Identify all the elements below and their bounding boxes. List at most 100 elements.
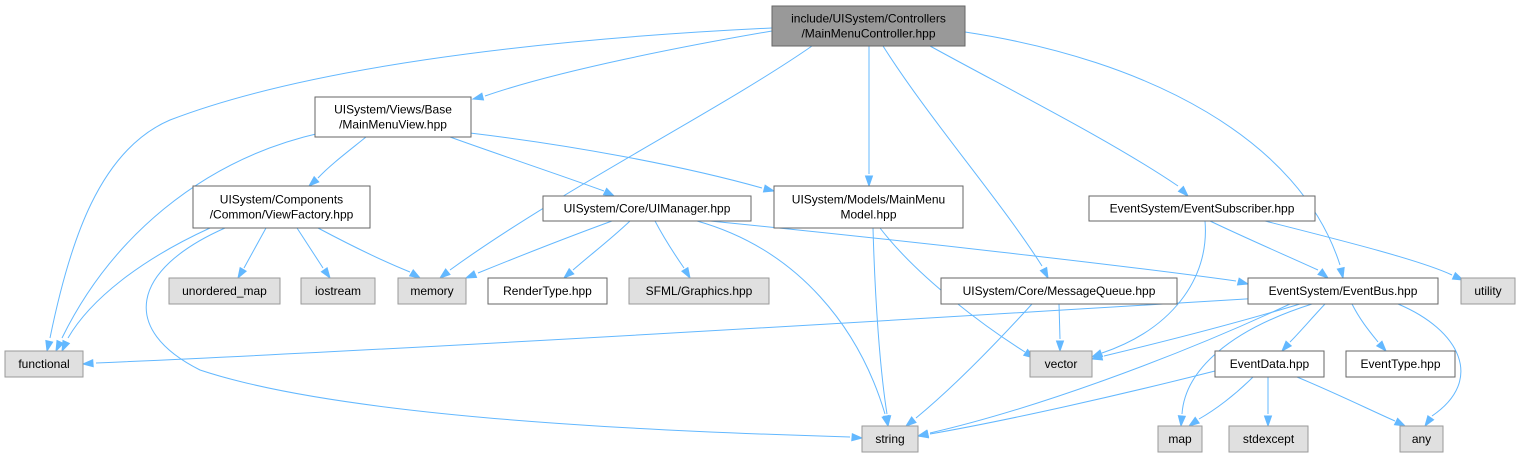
node-label: any [1412, 432, 1431, 446]
edge-eventSubscriber-to-utility [1264, 220, 1465, 281]
edge-messageQueue-to-vector [1055, 303, 1065, 353]
node-label: EventData.hpp [1230, 357, 1310, 371]
node-eventType[interactable]: EventType.hpp [1345, 350, 1456, 378]
node-stdexcept: stdexcept [1228, 425, 1309, 453]
edge-line [317, 227, 411, 273]
edge-uiManager-to-memory [464, 220, 613, 279]
edge-eventBus-to-eventType [1351, 303, 1388, 353]
node-box [487, 277, 608, 305]
node-mainMenuView[interactable]: UISystem/Views/Base/MainMenuView.hpp [314, 96, 472, 138]
node-label: EventSystem/EventBus.hpp [1269, 284, 1418, 298]
node-label: include/UISystem/Controllers [791, 12, 946, 26]
node-label: UISystem/Core/UIManager.hpp [564, 202, 731, 216]
edge-viewFactory-to-memory [317, 227, 422, 279]
node-memory: memory [397, 277, 467, 305]
arrowhead [1280, 340, 1293, 353]
node-box [314, 96, 472, 138]
edge-line [243, 227, 267, 269]
arrowhead [1317, 268, 1330, 279]
edge-viewFactory-to-iostream [296, 227, 331, 280]
edge-line [696, 220, 886, 415]
file-nodes: include/UISystem/Controllers/MainMenuCon… [4, 5, 1516, 453]
edge-line [61, 132, 321, 339]
arrowhead [1055, 340, 1065, 353]
edge-line [1289, 303, 1326, 343]
edge-line [449, 45, 813, 271]
node-eventData[interactable]: EventData.hpp [1214, 350, 1325, 378]
arrowhead [562, 267, 575, 280]
edge-line [929, 45, 1179, 187]
edge-line [1198, 376, 1254, 420]
node-box [168, 277, 281, 305]
edge-line [67, 227, 211, 339]
edge-uiManager-to-string [696, 220, 890, 428]
node-label: RenderType.hpp [503, 284, 592, 298]
edge-eventData-to-any [1296, 376, 1407, 427]
edge-uiManager-to-eventBus [709, 220, 1250, 286]
edge-mainMenuModel-to-string [872, 227, 892, 428]
edge-line [1351, 303, 1379, 343]
node-messageQueue[interactable]: UISystem/Core/MessageQueue.hpp [940, 277, 1178, 305]
edge-line [145, 227, 851, 438]
node-box [1088, 195, 1316, 222]
arrowhead [1375, 340, 1388, 353]
node-label: Model.hpp [840, 208, 896, 222]
edge-line [1058, 303, 1061, 340]
edge-line [1103, 303, 1301, 357]
node-box [300, 277, 376, 305]
node-label: SFML/Graphics.hpp [646, 284, 753, 298]
node-box [940, 277, 1178, 305]
node-box [1029, 350, 1093, 378]
node-label: UISystem/Core/MessageQueue.hpp [963, 284, 1156, 298]
node-renderType[interactable]: RenderType.hpp [487, 277, 608, 305]
arrowhead [1424, 414, 1435, 428]
edge-root-to-mainMenuModel [864, 46, 874, 188]
edge-line [1101, 220, 1206, 354]
edge-eventData-to-map [1187, 376, 1254, 427]
dependency-edges [45, 27, 1465, 442]
edge-uiManager-to-renderType [562, 220, 631, 280]
node-label: EventType.hpp [1360, 357, 1440, 371]
edge-eventData-to-string [916, 370, 1216, 439]
node-label: stdexcept [1243, 432, 1295, 446]
arrowhead [882, 415, 892, 428]
edge-eventBus-to-eventData [1280, 303, 1326, 353]
arrowhead [1236, 277, 1250, 286]
node-unorderedMap: unordered_map [168, 277, 281, 305]
edge-line [1296, 376, 1396, 422]
node-box [628, 277, 770, 305]
edge-mainMenuView-to-viewFactory [307, 136, 367, 188]
node-any: any [1399, 425, 1444, 453]
arrowhead [307, 175, 320, 188]
edge-root-to-eventBus [964, 31, 1345, 280]
node-viewFactory[interactable]: UISystem/Components/Common/ViewFactory.h… [192, 185, 371, 229]
node-box [4, 350, 84, 378]
node-eventBus[interactable]: EventSystem/EventBus.hpp [1247, 277, 1439, 305]
node-box [542, 195, 752, 222]
arrowhead [1336, 266, 1345, 280]
edge-line [449, 136, 605, 192]
node-label: memory [410, 284, 453, 298]
edge-line [964, 31, 1341, 266]
arrowhead [1263, 415, 1273, 428]
node-eventSubscriber[interactable]: EventSystem/EventSubscriber.hpp [1088, 195, 1316, 222]
edge-line [915, 303, 1033, 419]
arrowhead [438, 268, 451, 279]
node-uiManager[interactable]: UISystem/Core/UIManager.hpp [542, 195, 752, 222]
edge-mainMenuView-to-mainMenuModel [469, 132, 776, 193]
edge-line [95, 297, 1263, 364]
edge-line [709, 220, 1237, 282]
node-box [1157, 425, 1203, 453]
node-box [1247, 277, 1439, 305]
edge-eventBus-to-any [1397, 303, 1462, 428]
node-root[interactable]: include/UISystem/Controllers/MainMenuCon… [771, 5, 966, 47]
edge-root-to-mainMenuView [471, 30, 773, 101]
arrowhead [904, 416, 917, 427]
arrowhead [1393, 417, 1407, 427]
edge-mainMenuView-to-functional [55, 132, 321, 353]
arrowhead [1177, 415, 1187, 428]
node-label: /Common/ViewFactory.hpp [210, 208, 354, 222]
edge-root-to-memory [438, 45, 813, 279]
